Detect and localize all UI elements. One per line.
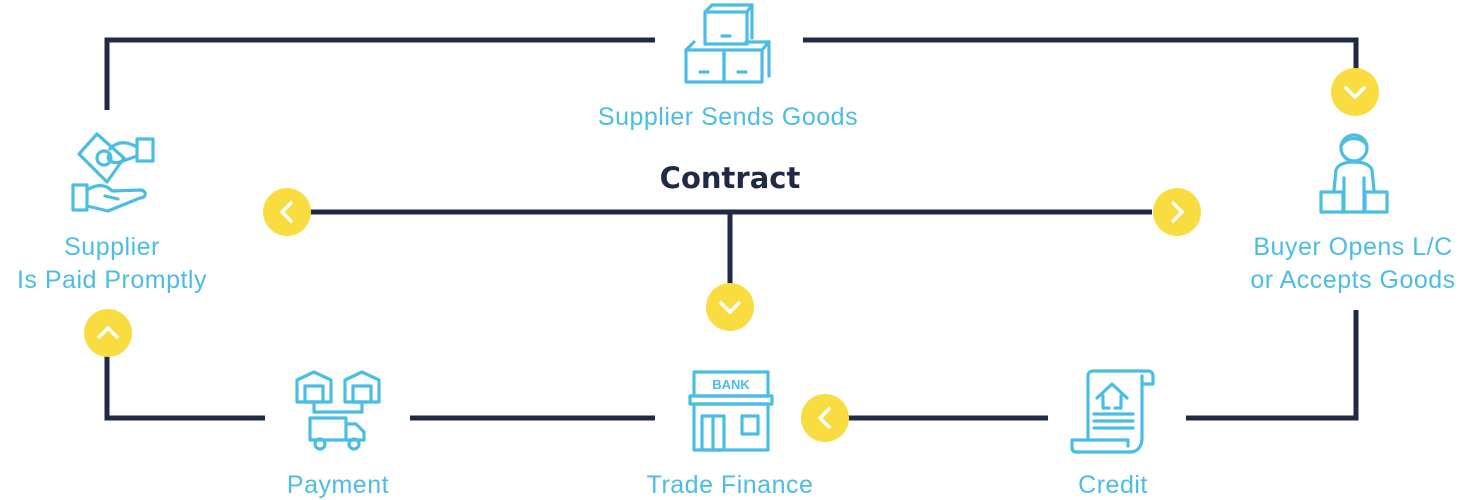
hands-money-icon bbox=[71, 132, 155, 213]
bank-icon: BANK bbox=[688, 370, 774, 452]
arrow-left-credit bbox=[801, 394, 849, 442]
arrow-down-contract bbox=[706, 283, 754, 331]
label-buyer-line2: or Accepts Goods bbox=[1250, 266, 1455, 294]
contract-title: Contract bbox=[660, 161, 801, 195]
scroll-document-icon bbox=[1070, 369, 1155, 454]
connector-buyer-to-credit bbox=[1186, 310, 1359, 421]
arrow-left-contract bbox=[263, 188, 311, 236]
connector-goods-to-buyer bbox=[803, 37, 1359, 72]
label-supplier-sends-goods: Supplier Sends Goods bbox=[598, 103, 858, 131]
arrow-right-contract bbox=[1153, 188, 1201, 236]
label-supplier-line2: Is Paid Promptly bbox=[17, 266, 207, 294]
connector-payment-to-supplier bbox=[104, 356, 265, 421]
boxes-icon bbox=[684, 3, 771, 84]
label-supplier-line1: Supplier bbox=[64, 233, 160, 261]
arrow-down-buyer bbox=[1331, 68, 1379, 116]
label-trade-finance: Trade Finance bbox=[647, 471, 814, 499]
label-credit: Credit bbox=[1078, 471, 1148, 499]
bank-sign-text: BANK bbox=[712, 377, 750, 392]
connector-lines bbox=[104, 37, 1359, 421]
arrow-up-supplier bbox=[84, 309, 132, 357]
label-buyer-line1: Buyer Opens L/C bbox=[1253, 233, 1452, 261]
warehouse-truck-icon bbox=[295, 370, 381, 451]
label-payment: Payment bbox=[287, 471, 389, 499]
connector-supplier-paid-to-goods bbox=[104, 37, 655, 110]
buyer-icon bbox=[1319, 133, 1389, 214]
